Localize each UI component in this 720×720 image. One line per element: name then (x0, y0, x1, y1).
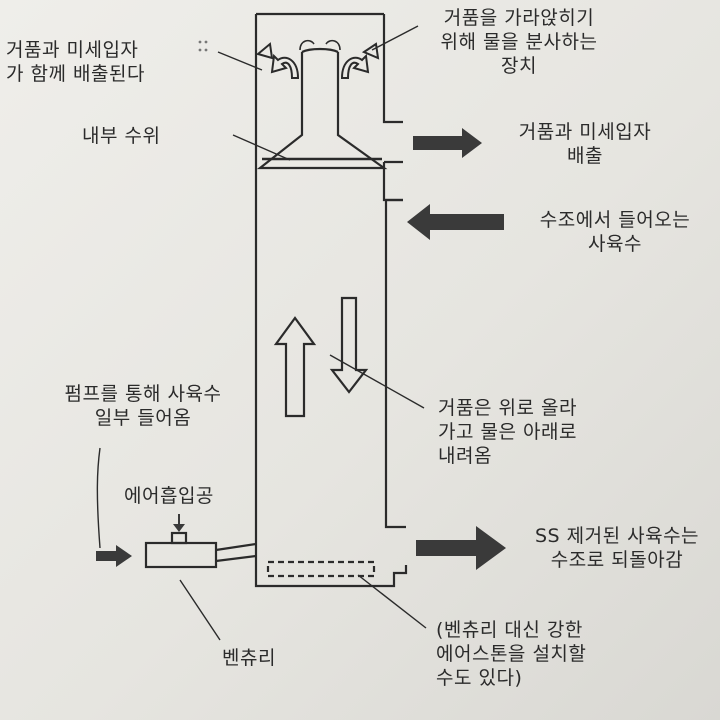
foam-curve-arrow-center (299, 39, 315, 51)
leader-spray-device (371, 25, 419, 51)
foam-outlet-arrow (413, 128, 482, 158)
water-inlet-arrow (407, 204, 504, 240)
label-foam-particles-out-top: 거품과 미세입자 가 함께 배출된다 (6, 39, 145, 85)
foam-curve-arrow-center-2 (325, 39, 341, 51)
label-inner-water-level: 내부 수위 (82, 125, 161, 147)
water-descending-arrow (329, 296, 369, 394)
inner-cup-funnel-top (301, 47, 339, 54)
leader-foam-out-top (217, 51, 263, 71)
leader-foam-up-water-down (329, 354, 425, 409)
label-foam-up-water-down: 거품은 위로 올라 가고 물은 아래로 내려옴 (438, 397, 577, 467)
air-intake-arrow (173, 514, 185, 532)
leader-venturi (179, 579, 221, 641)
label-venturi: 벤츄리 (222, 647, 276, 669)
spray-nozzle-right (361, 42, 380, 60)
label-airstone-note: (벤츄리 대신 강한 에어스톤을 설치할 수도 있다) (436, 619, 587, 689)
foam-curve-arrow-right (340, 53, 370, 79)
label-pump-inlet: 펌프를 통해 사육수 일부 들어옴 (64, 383, 222, 429)
label-foam-particles-outlet: 거품과 미세입자 배출 (518, 121, 652, 167)
foam-dots (198, 40, 208, 52)
skimmer-column-right-wall-upper (382, 14, 403, 124)
venturi-air-port (170, 531, 188, 545)
label-water-in-from-tank: 수조에서 들어오는 사육수 (539, 209, 691, 255)
spray-nozzle-left (255, 42, 274, 60)
foam-curve-arrow-left (270, 53, 300, 79)
leader-pump-inlet (96, 447, 101, 549)
return-water-arrow (416, 526, 506, 570)
pump-inlet-arrow (96, 545, 132, 567)
venturi-pipe-to-column (215, 542, 257, 563)
venturi-body (144, 541, 218, 569)
label-spray-device: 거품을 가라앉히기 위해 물을 분사하는 장치 (440, 7, 598, 77)
leader-inner-water-level (232, 134, 291, 161)
inner-cup-neck (256, 52, 388, 170)
skimmer-column-right-wall-mid (382, 162, 403, 202)
leader-airstone (357, 574, 427, 629)
bottom-chamber (254, 545, 408, 588)
label-air-intake: 에어흡입공 (124, 485, 214, 507)
label-ss-removed-return: SS 제거된 사육수는 수조로 되돌아감 (534, 525, 700, 571)
skimmer-column-right-wall-lower (384, 198, 406, 529)
foam-rising-arrow (273, 316, 317, 418)
airstone-dashed-box (266, 560, 376, 578)
